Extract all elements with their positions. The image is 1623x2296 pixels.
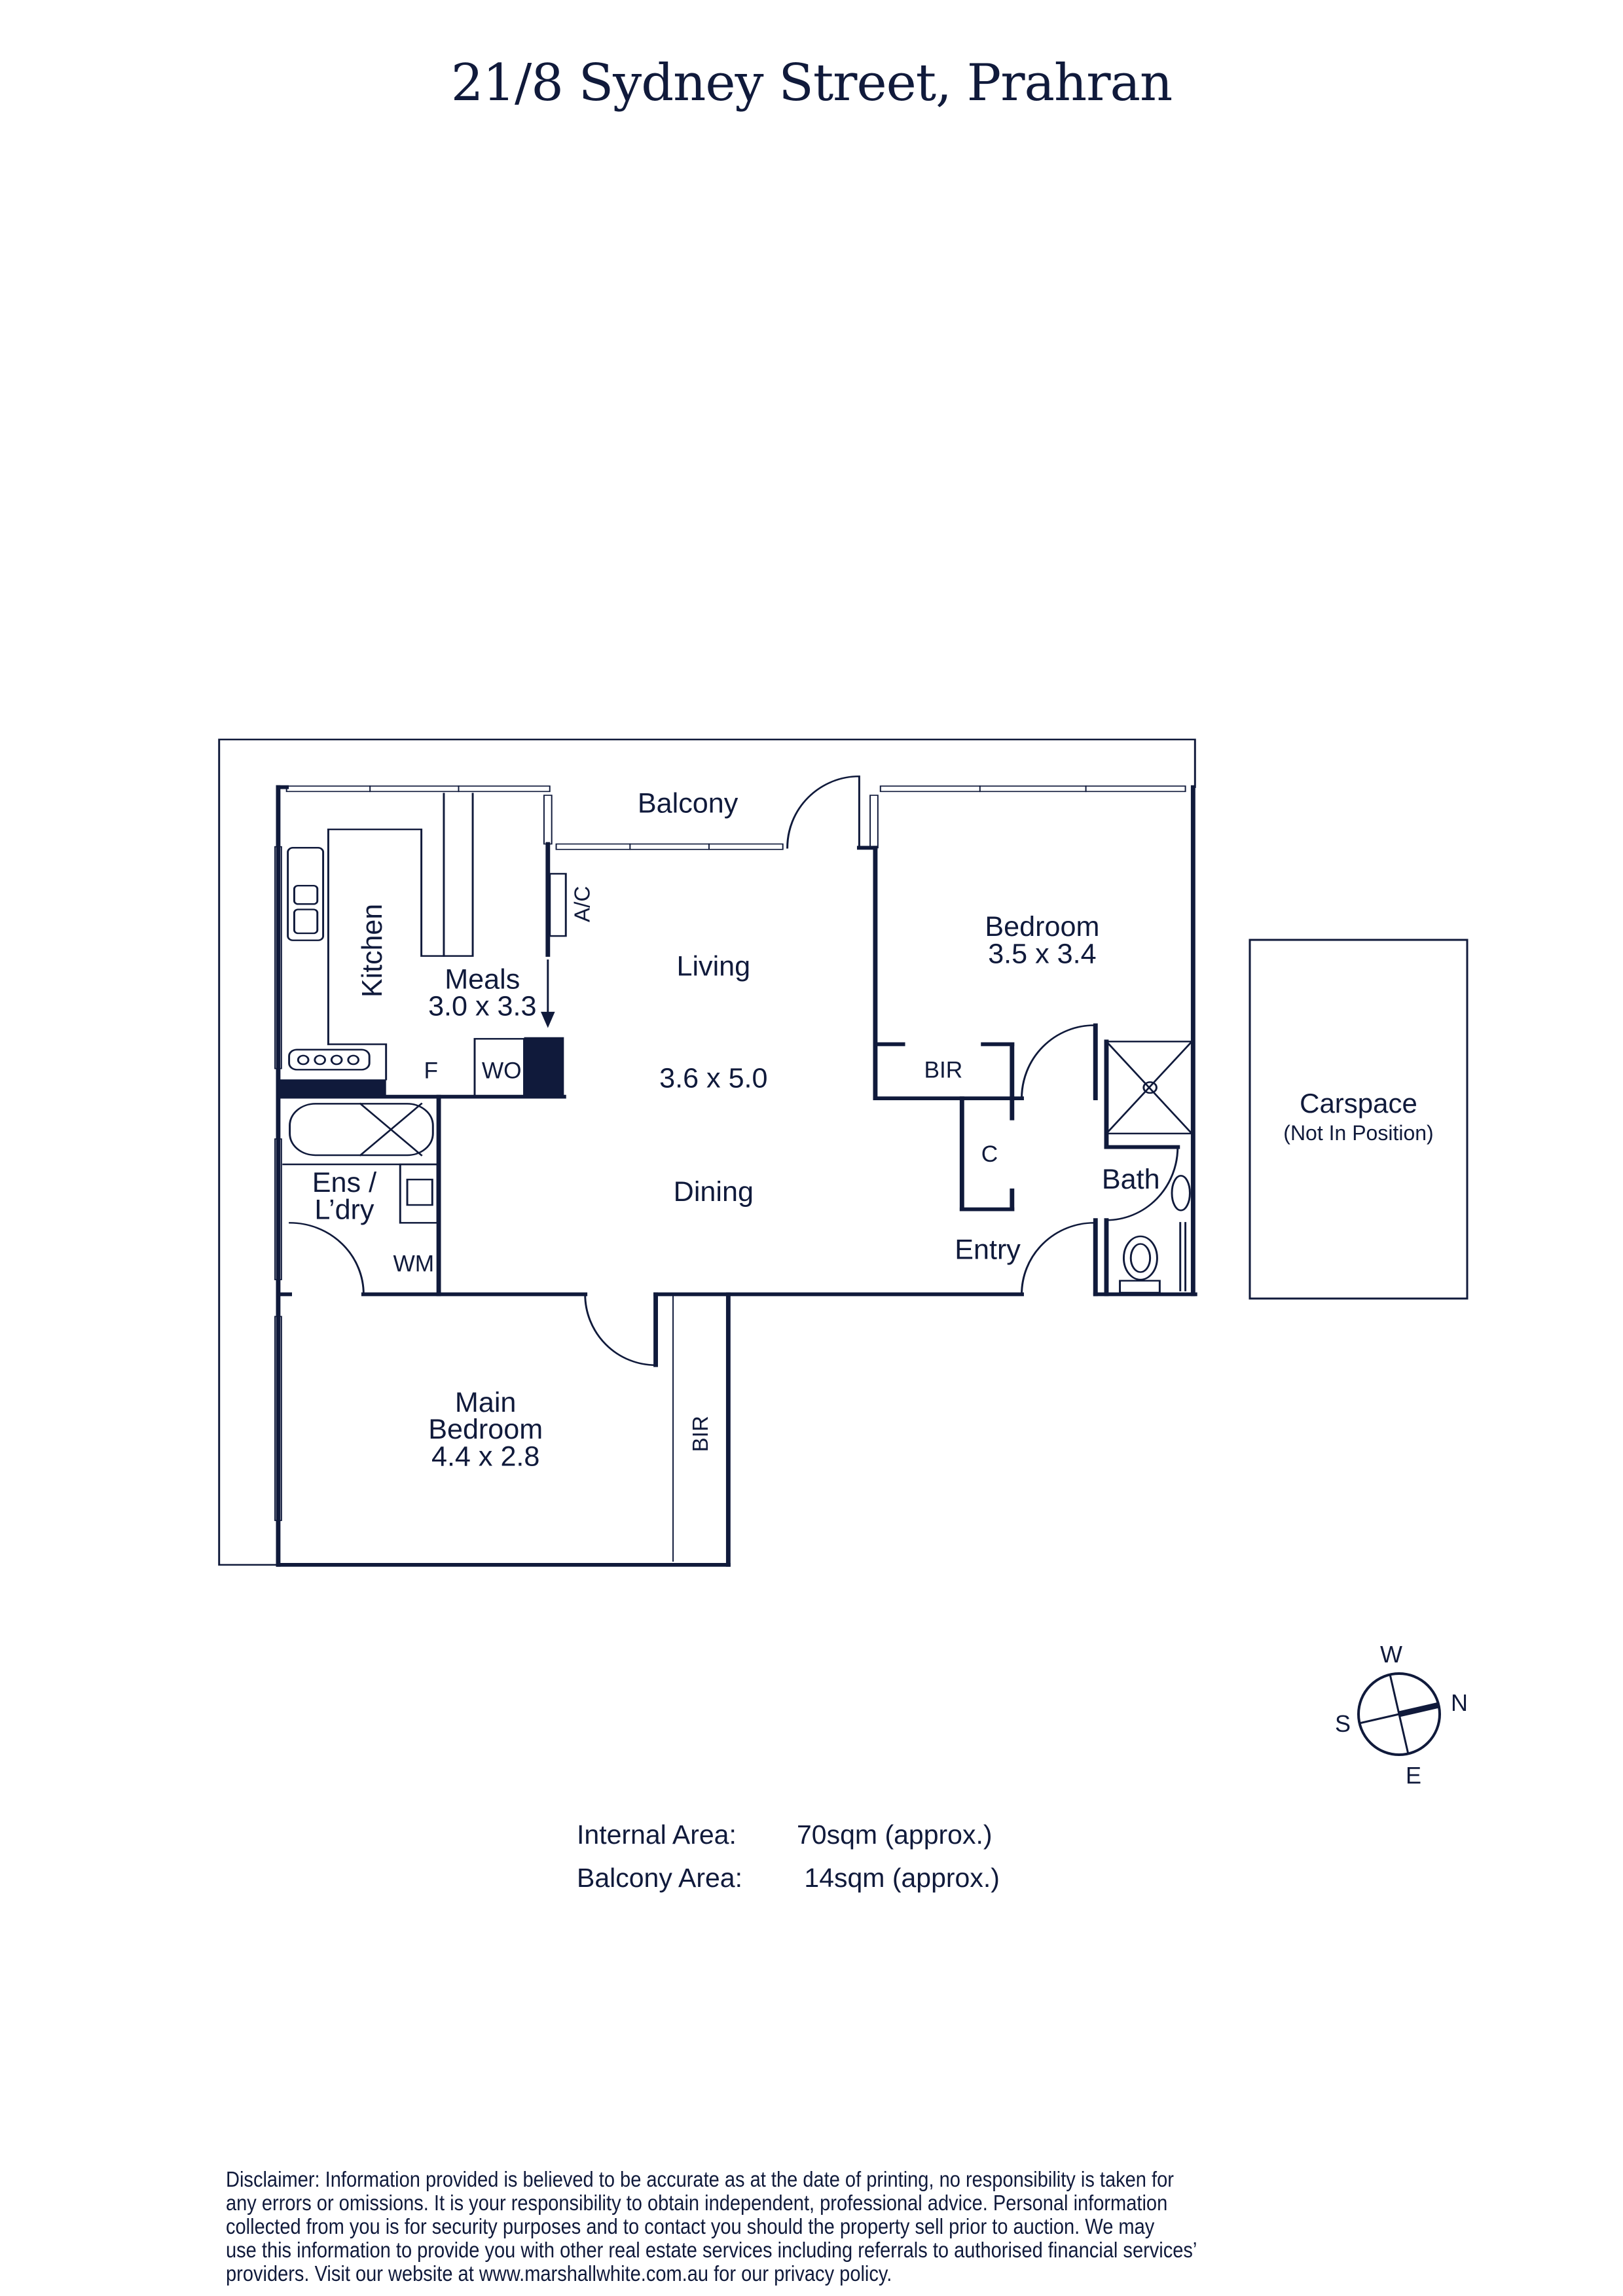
page-title: 21/8 Sydney Street, Prahran bbox=[450, 54, 1173, 113]
label-dining: Dining bbox=[674, 1176, 754, 1208]
doors bbox=[289, 775, 1179, 1367]
label-bedroom: Bedroom bbox=[985, 911, 1099, 942]
label-fridge: F bbox=[424, 1058, 439, 1084]
label-kitchen: Kitchen bbox=[357, 904, 388, 997]
disclaimer: Disclaimer: Information provided is beli… bbox=[226, 2168, 1378, 2286]
area-label: Balcony Area: bbox=[577, 1863, 742, 1893]
label-cupboard: C bbox=[981, 1141, 998, 1167]
label-living-dim: 3.6 x 5.0 bbox=[659, 1063, 767, 1094]
label-wall-oven: WO bbox=[482, 1058, 522, 1084]
area-row-internal: Internal Area: 70sqm (approx.) bbox=[577, 1813, 1000, 1856]
label-entry: Entry bbox=[955, 1234, 1021, 1266]
label-main-bedroom-2: Bedroom bbox=[428, 1414, 543, 1445]
disclaimer-line: any errors or omissions. It is your resp… bbox=[226, 2191, 1168, 2215]
area-summary: Internal Area: 70sqm (approx.) Balcony A… bbox=[577, 1813, 1000, 1899]
carspace-note: (Not In Position) bbox=[1283, 1121, 1433, 1145]
label-meals-dim: 3.0 x 3.3 bbox=[428, 991, 536, 1022]
label-living: Living bbox=[676, 951, 750, 982]
cooktop-icon bbox=[288, 1049, 371, 1071]
disclaimer-line: Disclaimer: Information provided is beli… bbox=[226, 2167, 1174, 2191]
label-balcony: Balcony bbox=[638, 788, 739, 819]
balcony-outline bbox=[218, 738, 1196, 1566]
area-label: Internal Area: bbox=[577, 1820, 737, 1850]
toilet-icon bbox=[1122, 1235, 1158, 1281]
label-ac: A/C bbox=[570, 886, 594, 922]
compass-icon bbox=[1357, 1672, 1441, 1756]
label-ensuite: Ens / bbox=[312, 1167, 376, 1198]
label-main-bedroom-dim: 4.4 x 2.8 bbox=[431, 1441, 539, 1473]
area-value: 14sqm (approx.) bbox=[797, 1863, 1000, 1893]
kitchen-bench bbox=[282, 793, 1194, 1294]
label-wm: WM bbox=[393, 1251, 434, 1277]
windows bbox=[274, 785, 1186, 1562]
compass-n: N bbox=[1451, 1689, 1468, 1716]
compass-e: E bbox=[1406, 1762, 1421, 1789]
label-main-bir: BIR bbox=[689, 1416, 713, 1452]
label-bedroom-dim: 3.5 x 3.4 bbox=[988, 939, 1096, 970]
label-meals: Meals bbox=[445, 963, 520, 995]
compass-s: S bbox=[1335, 1710, 1351, 1737]
label-main-bedroom: Main bbox=[455, 1387, 516, 1418]
disclaimer-line: collected from you is for security purpo… bbox=[226, 2214, 1155, 2238]
label-bath: Bath bbox=[1102, 1164, 1160, 1195]
disclaimer-line: providers. Visit our website at www.mars… bbox=[226, 2261, 892, 2286]
label-laundry: L’dry bbox=[314, 1194, 374, 1226]
compass-w: W bbox=[1380, 1641, 1402, 1668]
floor-plan: Balcony Kitchen Meals 3.0 x 3.3 A/C Livi… bbox=[218, 738, 1197, 1567]
carspace-label: Carspace bbox=[1300, 1088, 1417, 1119]
shower-icon bbox=[1105, 1041, 1193, 1135]
arrow-icon bbox=[541, 1011, 555, 1028]
label-bir: BIR bbox=[924, 1058, 962, 1083]
carspace-box bbox=[1249, 939, 1468, 1300]
area-value: 70sqm (approx.) bbox=[797, 1820, 993, 1850]
area-row-balcony: Balcony Area: 14sqm (approx.) bbox=[577, 1856, 1000, 1899]
sink-icon bbox=[287, 847, 325, 941]
disclaimer-line: use this information to provide you with… bbox=[226, 2238, 1197, 2262]
